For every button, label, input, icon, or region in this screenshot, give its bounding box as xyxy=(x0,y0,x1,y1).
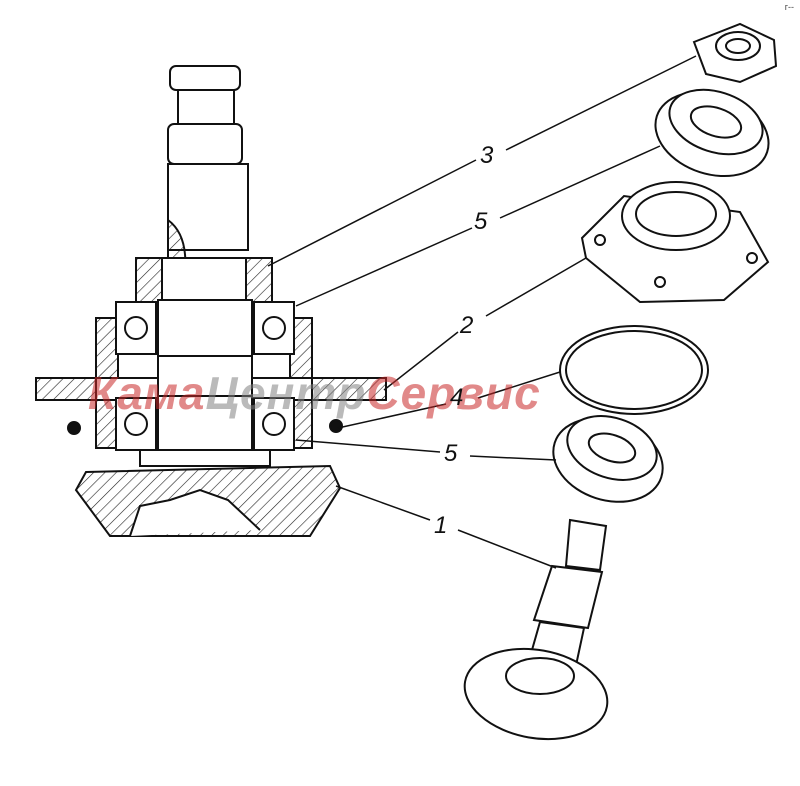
part-flange-housing xyxy=(580,181,770,304)
leader-lines xyxy=(267,55,697,569)
part-bearing-upper xyxy=(654,88,770,178)
part-bearing-lower xyxy=(552,415,664,503)
inner-shaft xyxy=(157,299,253,451)
shaft-collar xyxy=(167,123,243,165)
callout-3: 3 xyxy=(480,142,494,169)
lower-bearing-section xyxy=(115,397,295,451)
callout-5-upper: 5 xyxy=(474,208,488,235)
watermark: КамаЦентрСервис xyxy=(88,367,541,419)
shaft-top-end xyxy=(169,65,241,91)
corner-mark: г-- xyxy=(784,2,794,12)
callout-1: 1 xyxy=(434,512,448,539)
callout-5-lower: 5 xyxy=(444,440,458,467)
o-ring-right xyxy=(329,419,343,433)
part-gear-shaft xyxy=(463,518,609,741)
o-ring-left xyxy=(67,421,81,435)
upper-bearing-section xyxy=(115,301,295,355)
shaft-neck xyxy=(177,89,235,125)
part-o-ring xyxy=(559,325,709,415)
callout-4: 4 xyxy=(450,384,464,411)
callout-2: 2 xyxy=(460,312,474,339)
part-nut xyxy=(692,22,778,84)
assembled-unit xyxy=(35,65,387,537)
